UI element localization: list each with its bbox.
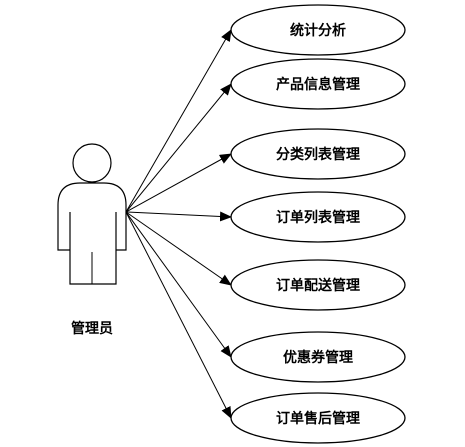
use-case: 优惠券管理 [230,331,406,383]
use-case-ellipse [230,4,406,56]
use-case: 订单配送管理 [230,259,406,311]
use-case-label: 分类列表管理 [276,146,360,163]
use-case-ellipse [230,58,406,110]
use-case-ellipse [230,191,406,243]
use-case: 分类列表管理 [230,128,406,180]
actor-head [72,143,112,183]
use-case-label: 产品信息管理 [276,76,360,93]
association-lines [125,29,232,419]
association-arrow [125,211,232,358]
use-case-label: 统计分析 [290,22,346,39]
use-case-ellipse [230,128,406,180]
association-arrow [125,211,232,286]
actor-body [57,182,127,285]
association-arrow [125,153,232,213]
use-case-ellipse [230,392,406,444]
actor-name: 管理员 [71,320,113,337]
use-case-ellipse [230,259,406,311]
use-case-label: 订单列表管理 [276,209,360,226]
association-arrow [125,211,232,222]
use-case: 产品信息管理 [230,58,406,110]
use-case-label: 订单配送管理 [276,277,360,294]
association-arrow [125,29,232,213]
use-case-label: 订单售后管理 [276,410,360,427]
association-arrow [125,83,232,213]
use-case: 统计分析 [230,4,406,56]
use-case: 订单列表管理 [230,191,406,243]
use-case-label: 优惠券管理 [283,349,353,366]
association-arrow [125,211,232,419]
use-case: 订单售后管理 [230,392,406,444]
actor-admin: 管理员 [57,143,127,337]
use-case-ellipse [230,331,406,383]
